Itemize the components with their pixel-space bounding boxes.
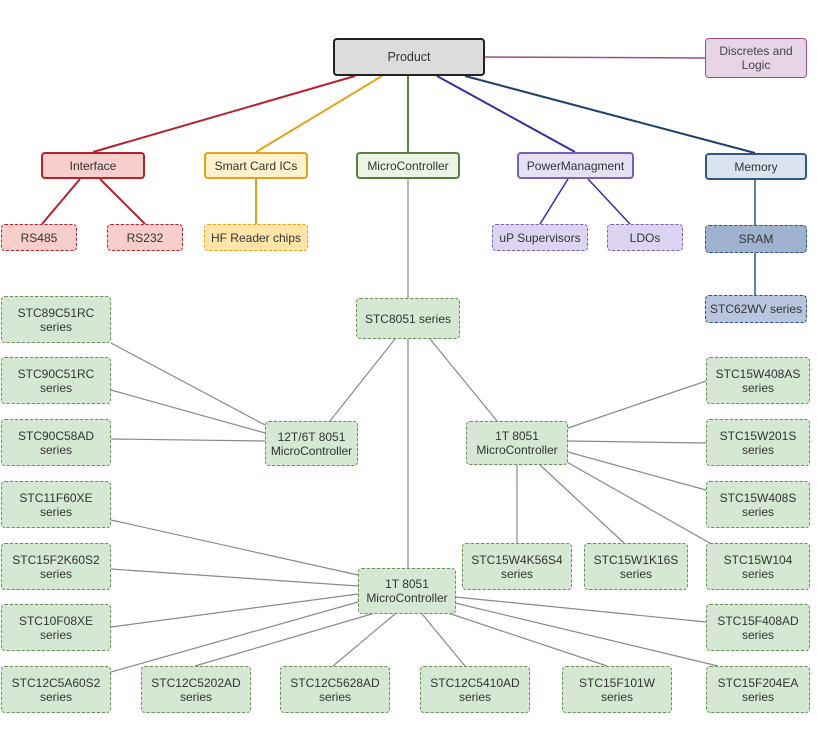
edge-1tb-15f408ad [454,596,707,623]
edge-12t-90c51rc [110,389,266,434]
mc-1t-a-node[interactable]: 1T 8051 MicroController [466,421,568,465]
edge-1ta-104 [564,460,716,547]
edge-1tb-11f60xe [110,519,359,576]
mc-12t-6t-node[interactable]: 12T/6T 8051 MicroController [265,421,358,466]
stc11f60xe-node[interactable]: STC11F60XE series [1,481,111,528]
stc90c51rc-node[interactable]: STC90C51RC series [1,357,111,404]
edge-power-upsup [539,178,569,225]
edge-1tb-15f2k60s2 [110,568,359,587]
edge-product-power [436,75,576,153]
edge-interface-rs232 [99,178,146,225]
interface-node[interactable]: Interface [41,152,145,179]
stc12c5a60s2-node[interactable]: STC12C5A60S2 series [1,666,111,713]
stc90c58ad-node[interactable]: STC90C58AD series [1,419,111,466]
stc15w104-node[interactable]: STC15W104 series [706,543,810,590]
edge-1ta-201s [567,440,707,444]
stc12c5410ad-node[interactable]: STC12C5410AD series [420,666,530,713]
stc89c51rc-node[interactable]: STC89C51RC series [1,296,111,343]
stc15w4k56s4-node[interactable]: STC15W4K56S4 series [462,543,572,590]
edge-interface-rs485 [41,178,81,225]
rs485-node[interactable]: RS485 [1,224,77,251]
edge-product-memory [464,75,756,154]
edge-1tb-15f204ea [454,602,719,667]
stc12c5202ad-node[interactable]: STC12C5202AD series [141,666,251,713]
edge-12t-89c51rc [110,342,266,426]
stc10f08xe-node[interactable]: STC10F08XE series [1,604,111,651]
rs232-node[interactable]: RS232 [107,224,183,251]
edge-1tb-15f101w [444,611,608,667]
edge-product-interface [92,75,356,153]
edge-product-smartcard [255,75,383,153]
stc15f408ad-node[interactable]: STC15F408AD series [706,604,810,651]
mc-1t-b-node[interactable]: 1T 8051 MicroController [358,568,456,614]
stc12c5628ad-node[interactable]: STC12C5628AD series [280,666,390,713]
sram-node[interactable]: SRAM [705,225,807,253]
edge-1tb-10f08xe [110,593,359,628]
up-supervisors-node[interactable]: uP Supervisors [492,224,588,251]
stc15f101w-node[interactable]: STC15F101W series [562,666,672,713]
hf-reader-node[interactable]: HF Reader chips [204,224,308,251]
smart-card-node[interactable]: Smart Card ICs [204,152,308,179]
edge-power-ldos [587,178,631,225]
stc15w1k16s-node[interactable]: STC15W1K16S series [584,543,688,590]
ldos-node[interactable]: LDOs [607,224,683,251]
edge-1ta-408s [567,451,707,491]
edge-1tb-12c5410ad [421,613,466,667]
edge-1tb-12c5a60s2 [110,599,366,673]
edge-1ta-1k16s [539,464,625,544]
edge-stc8051-1ta [429,338,498,422]
stc15w408s-node[interactable]: STC15W408S series [706,481,810,528]
memory-node[interactable]: Memory [705,153,807,180]
stc15f2k60s2-node[interactable]: STC15F2K60S2 series [1,543,111,590]
stc15f204ea-node[interactable]: STC15F204EA series [706,666,810,713]
edge-1ta-408as [567,380,707,429]
product-node[interactable]: Product [333,38,485,76]
microcontroller-node[interactable]: MicroController [356,152,460,179]
edge-product-discretes [484,56,706,59]
edge-1tb-12c5628ad [332,613,396,667]
stc15w201s-node[interactable]: STC15W201S series [706,419,810,466]
stc8051-series-node[interactable]: STC8051 series [356,298,460,339]
stc15w408as-node[interactable]: STC15W408AS series [706,357,810,404]
edge-12t-90c58ad [110,438,266,442]
discretes-logic-node[interactable]: Discretes and Logic [705,38,807,78]
edge-1tb-12c5202ad [194,612,376,667]
power-management-node[interactable]: PowerManagment [517,152,634,179]
stc62wv-node[interactable]: STC62WV series [705,295,807,323]
edge-stc8051-12t [329,338,396,422]
